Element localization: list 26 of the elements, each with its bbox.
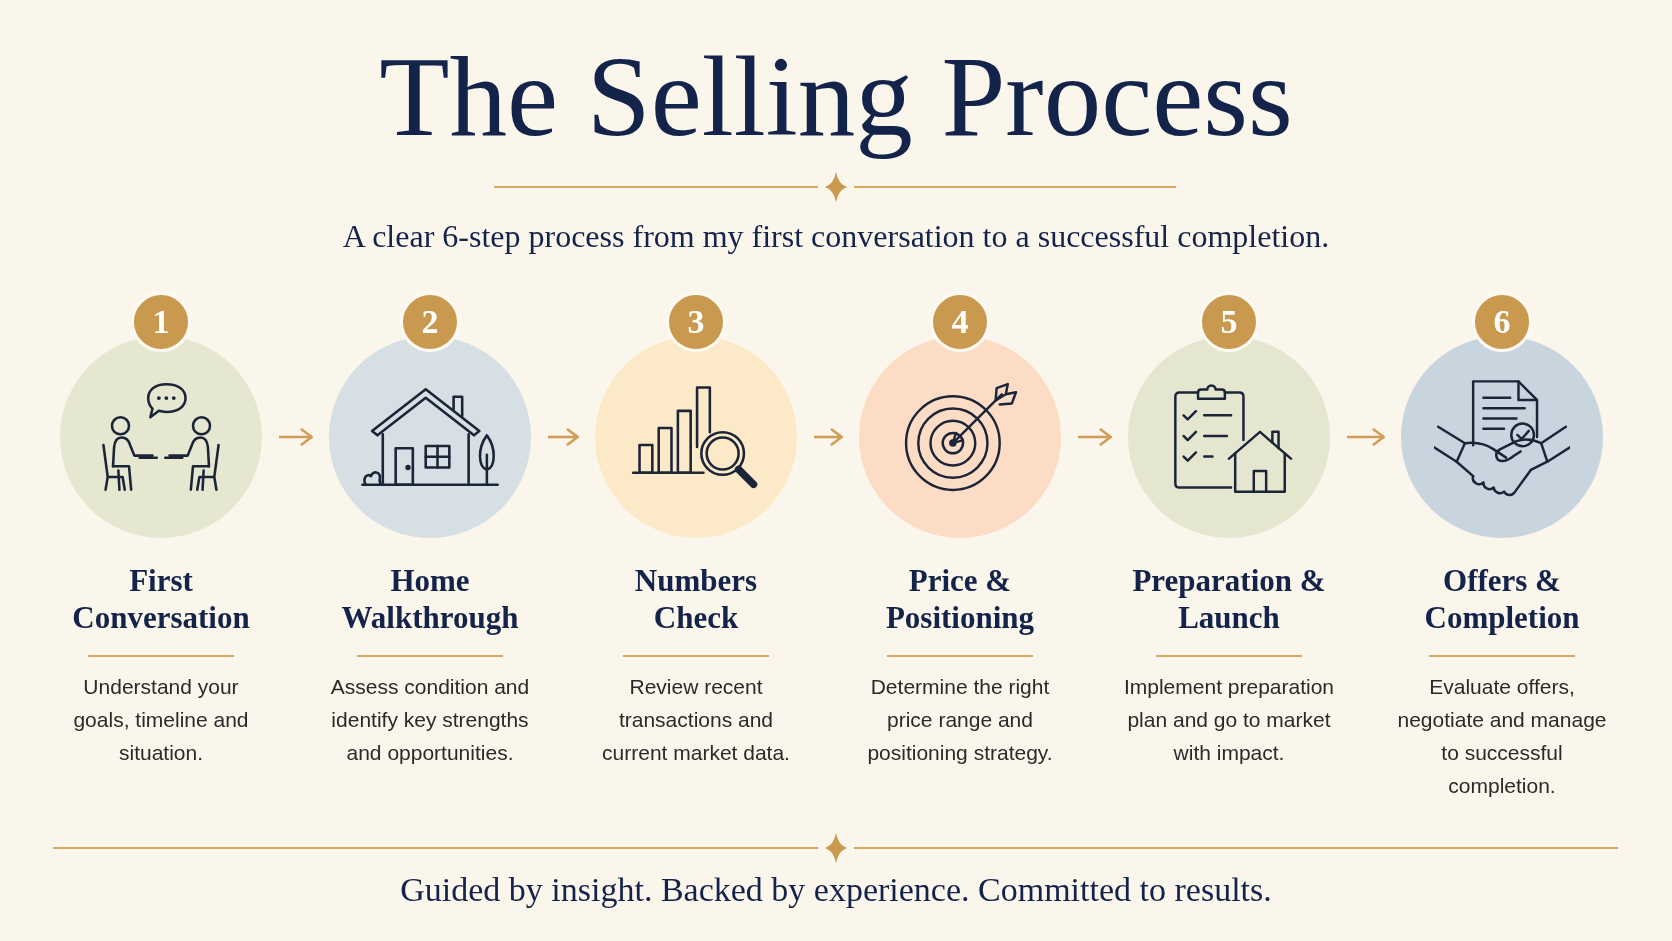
- arrow: [1347, 428, 1385, 446]
- step-number-badge: 2: [400, 292, 460, 352]
- step-number-badge: 1: [131, 292, 191, 352]
- step-number-badge: 5: [1199, 292, 1259, 352]
- step-description: Evaluate offers, negotiate and manage to successful completion.: [1396, 674, 1608, 799]
- title: The Selling Process: [379, 32, 1293, 162]
- step-title: First Conversation: [71, 562, 251, 636]
- subtitle: A clear 6-step process from my first conversation to a successful completion.: [342, 217, 1330, 255]
- step-description: Review recent transactions and current market data.: [601, 674, 791, 766]
- step-title: Price & Positioning: [884, 562, 1036, 636]
- step-title: Numbers Check: [633, 562, 759, 636]
- step-title: Home Walkthrough: [340, 562, 520, 636]
- step-description: Assess condition and identify key strengths and opportunities.: [329, 674, 531, 766]
- arrow: [548, 428, 579, 446]
- step-number-badge: 6: [1472, 292, 1532, 352]
- step-number-badge: 3: [666, 292, 726, 352]
- step-title: Offers & Completion: [1423, 562, 1581, 636]
- arrow: [1078, 428, 1112, 446]
- arrow: [814, 428, 843, 446]
- step-title: Preparation & Launch: [1131, 562, 1327, 636]
- arrow: [279, 428, 313, 446]
- step-description: Implement preparation plan and go to market with impact.: [1122, 674, 1336, 766]
- tagline: Guided by insight. Backed by experience. Committed to results.: [400, 870, 1272, 910]
- step-description: Determine the right price range and positioning strategy.: [866, 674, 1054, 766]
- step-description: Understand your goals, timeline and situation.: [72, 674, 250, 766]
- step-number-badge: 4: [930, 292, 990, 352]
